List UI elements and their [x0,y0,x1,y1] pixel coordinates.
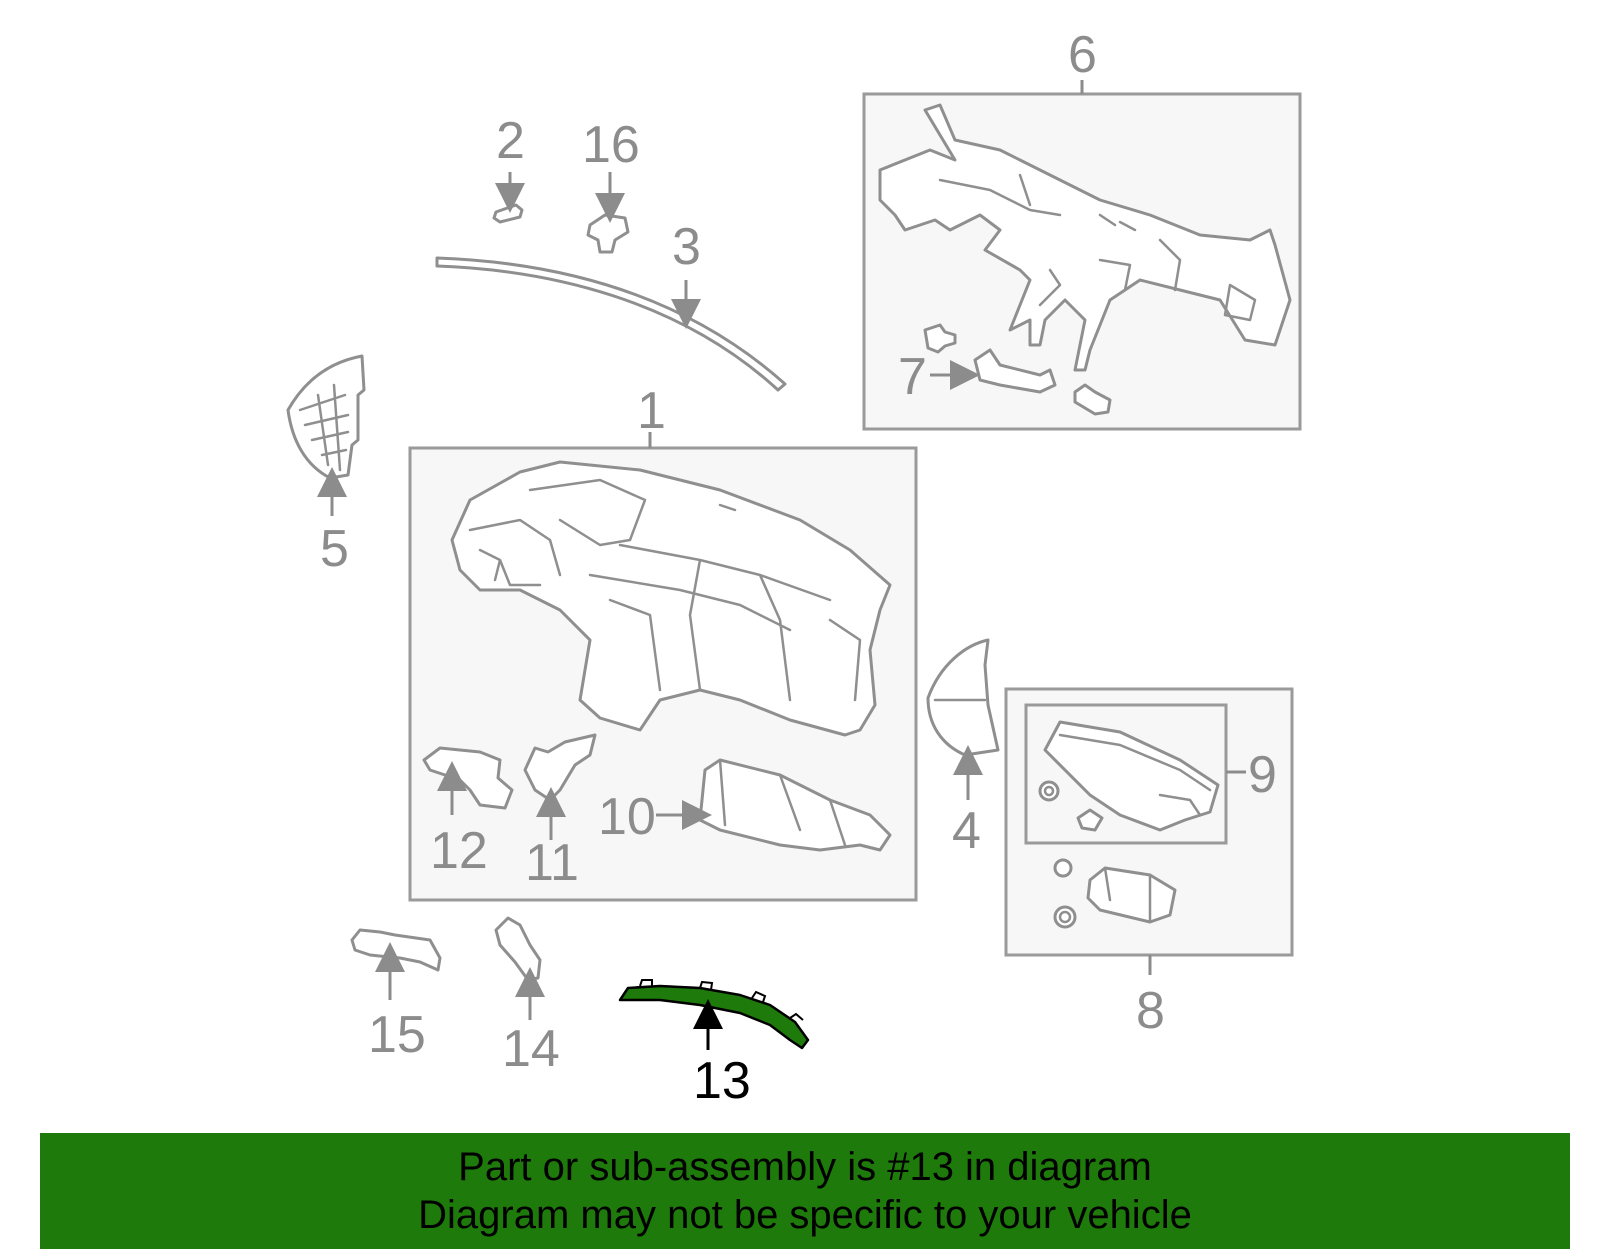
part-6-frame[interactable] [878,103,1292,372]
label-14[interactable]: 14 [502,1020,560,1078]
label-3[interactable]: 3 [672,218,701,276]
parts-diagram: 6 7 2 16 3 5 1 [286,26,1302,1110]
label-7[interactable]: 7 [898,348,927,406]
part-4[interactable]: 4 [926,638,1000,860]
label-10[interactable]: 10 [598,788,656,846]
part-12[interactable]: 12 [422,746,514,880]
label-11[interactable]: 11 [525,834,579,892]
part-5[interactable]: 5 [286,354,366,578]
part-13-highlighted[interactable]: 13 [618,979,810,1110]
label-1[interactable]: 1 [637,382,666,440]
part-3-molding[interactable]: 3 [435,218,787,392]
part-7-bracket[interactable]: 7 [898,323,1112,416]
label-5[interactable]: 5 [320,520,349,578]
label-6[interactable]: 6 [1068,26,1097,84]
label-13[interactable]: 13 [693,1052,751,1110]
label-12[interactable]: 12 [430,822,488,880]
part-1-instrument-panel[interactable] [450,460,892,737]
part-9-airbag[interactable] [1038,720,1220,832]
footer-banner: Part or sub-assembly is #13 in diagram D… [40,1133,1570,1249]
label-16[interactable]: 16 [582,116,640,174]
label-4[interactable]: 4 [952,802,981,860]
footer-line-1: Part or sub-assembly is #13 in diagram [458,1145,1152,1189]
part-14[interactable]: 14 [494,916,560,1078]
box-6: 6 7 [862,26,1302,431]
label-9[interactable]: 9 [1248,746,1277,804]
part-8-module[interactable] [1053,858,1177,929]
part-15[interactable]: 15 [350,928,442,1064]
label-8[interactable]: 8 [1136,982,1165,1040]
label-15[interactable]: 15 [368,1006,426,1064]
box-1: 1 12 11 10 [408,382,918,902]
box-8: 8 9 [1004,687,1294,1040]
part-11[interactable]: 11 [523,733,597,892]
label-2[interactable]: 2 [496,112,525,170]
part-16[interactable]: 16 [582,116,640,254]
part-10-glove-box[interactable]: 10 [598,758,892,852]
part-2[interactable]: 2 [492,112,525,224]
footer-line-2: Diagram may not be specific to your vehi… [418,1193,1192,1237]
